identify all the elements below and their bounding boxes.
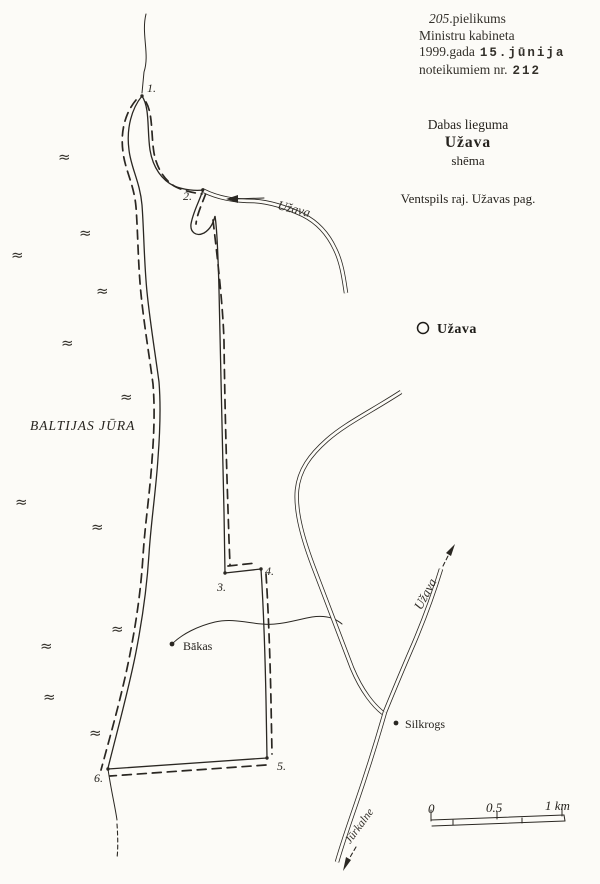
annex-line-4-text: noteikumiem nr.: [419, 61, 508, 77]
scale-bar-bottom-line: [431, 820, 566, 827]
scale-bar-end-cap: [563, 814, 566, 822]
boundary-node-1: [140, 94, 144, 98]
coastline-path: [107, 95, 161, 769]
reserve-boundary-5-6-dashed: [109, 764, 267, 777]
boundary-node-6: [106, 767, 110, 771]
annex-number: 205: [429, 11, 450, 26]
coastline-south-thread: [107, 768, 118, 821]
bakas-path: [171, 615, 343, 645]
wave-icon: ≈: [61, 334, 74, 352]
town-marker-uzava: [416, 321, 430, 335]
sea-wave-symbols: ≈ ≈ ≈ ≈ ≈ ≈ ≈ ≈ ≈ ≈ ≈ ≈: [11, 148, 133, 742]
map-title-block: Dabas lieguma Užava shēma: [393, 117, 543, 169]
annex-line-2: Ministru kabineta: [419, 27, 515, 43]
annex-line-4: noteikumiem nr. 212: [419, 62, 565, 80]
bakas-marker: [169, 641, 175, 647]
river-uzava: [203, 189, 348, 294]
wave-icon: ≈: [89, 724, 102, 742]
sea-label: BALTIJAS JŪRA: [30, 418, 135, 433]
annex-date-typed: 15.jūnija: [479, 46, 566, 60]
wave-icon: ≈: [15, 493, 28, 511]
reserve-boundary-3-4-dashed: [227, 562, 257, 567]
reserve-boundary-4-5-solid: [260, 568, 268, 759]
boundary-point-label-6: 6.: [94, 771, 103, 785]
annex-note: 205.pielikums Ministru kabineta 1999.gad…: [419, 11, 565, 79]
wave-icon: ≈: [120, 388, 133, 406]
boundary-node-3: [223, 571, 227, 575]
reserve-boundary-northeast-dashed: [145, 101, 203, 195]
boundary-node-2: [201, 188, 205, 192]
boundary-node-5: [265, 756, 269, 760]
road-uzava-continuation-dashes: [442, 551, 451, 567]
wave-icon: ≈: [40, 637, 53, 655]
road-label-uzava: Užava: [411, 575, 440, 612]
boundary-point-label-4: 4.: [265, 564, 274, 578]
boundary-point-label-1: 1.: [147, 81, 156, 95]
road-uzava-arrow-icon: [446, 544, 455, 556]
silkrogs-marker: [393, 720, 399, 726]
road-west-casing: [294, 390, 403, 715]
reserve-boundary-hook-solid: [190, 189, 226, 574]
wave-icon: ≈: [58, 148, 71, 166]
river-uzava-casing: [203, 189, 349, 294]
wave-icon: ≈: [11, 246, 24, 264]
river-flow-arrow-icon: [226, 195, 238, 203]
annex-line-3-text: 1999.gada: [419, 44, 475, 59]
road-jurkalne-continuation-dashes: [348, 846, 357, 860]
boundary-node-4: [259, 567, 263, 571]
scale-label-one: 1 km: [545, 798, 570, 813]
boundary-point-label-2: 2.: [183, 189, 192, 203]
scale-label-zero: 0: [428, 801, 435, 816]
boundary-point-label-5: 5.: [277, 759, 286, 773]
road-uzava: [383, 568, 443, 713]
coastline-south-fade: [116, 823, 119, 859]
boundary-point-label-3: 3.: [216, 580, 226, 594]
scale-label-half: 0.5: [486, 800, 503, 815]
annex-line-1: 205.pielikums: [419, 11, 565, 28]
wave-icon: ≈: [96, 282, 109, 300]
wave-icon: ≈: [91, 518, 104, 536]
road-west: [295, 390, 402, 715]
annex-line-3: 1999.gada 15.jūnija: [419, 44, 565, 62]
reserve-boundary-west-dashed: [100, 99, 155, 771]
scale-bar: 0 0.5 1 km: [428, 798, 570, 827]
wave-icon: ≈: [111, 620, 124, 638]
wave-icon: ≈: [79, 224, 92, 242]
annex-regulation-number: 212: [512, 63, 542, 78]
road-jurkalne-arrow-icon: [343, 857, 351, 871]
place-label-silkrogs: Silkrogs: [405, 717, 445, 731]
title-type: shēma: [451, 153, 485, 168]
road-jurkalne: [335, 711, 387, 863]
town-label-uzava: Užava: [437, 322, 477, 337]
reserve-boundary-4-5-dashed: [265, 573, 273, 755]
place-label-bakas: Bākas: [183, 639, 213, 653]
page-title: Užava: [444, 134, 492, 151]
location-line: Ventspils raj. Užavas pag.: [400, 191, 536, 206]
river-flow-arrow-shaft: [233, 197, 265, 200]
coastline-north-thread: [141, 13, 147, 94]
river-label: Užava: [276, 197, 312, 220]
reserve-boundary-3-4-solid: [224, 568, 262, 574]
annex-line-1-text: .pielikums: [449, 11, 506, 26]
reserve-boundary-northeast-solid: [141, 95, 204, 192]
wave-icon: ≈: [43, 688, 56, 706]
reserve-boundary-east-dashed: [195, 192, 231, 566]
title-kicker: Dabas lieguma: [427, 117, 509, 132]
reserve-boundary-5-6-solid: [107, 757, 268, 770]
